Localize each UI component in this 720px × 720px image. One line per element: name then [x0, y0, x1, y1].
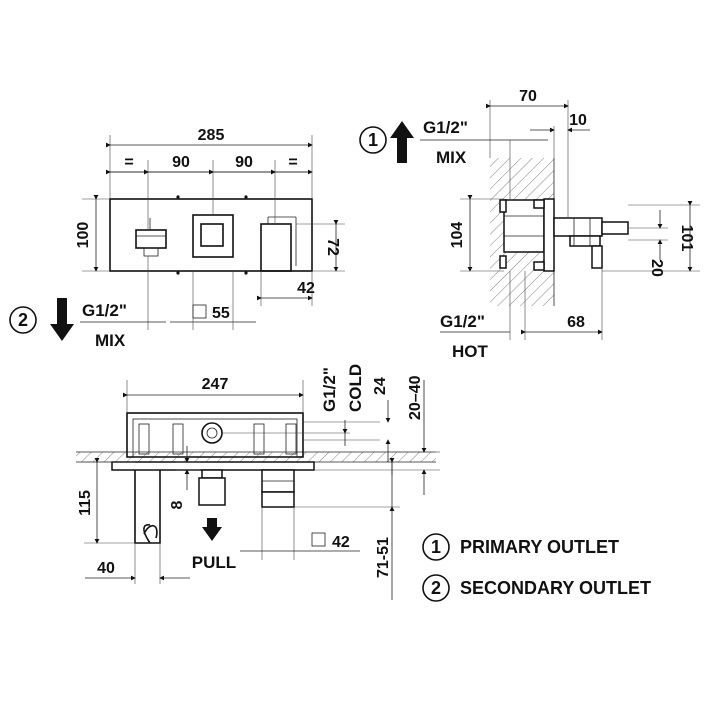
secondary-outlet-front: 2 G1/2" MIX: [9, 298, 127, 350]
hot-inlet: G1/2" HOT: [440, 312, 489, 361]
diverter-knob: [135, 218, 167, 257]
legend-text: SECONDARY OUTLET: [460, 578, 651, 598]
dim-depth-small: 10: [569, 112, 587, 129]
dim-spacing-left: 90: [172, 154, 190, 171]
outlet-number-circle: [9, 306, 37, 334]
dim-height-right: 101: [678, 225, 695, 252]
legend: 1 PRIMARY OUTLET 2 SECONDARY OUTLET: [422, 533, 651, 602]
legend-text: PRIMARY OUTLET: [460, 537, 619, 557]
primary-outlet-side: 1 G1/2" MIX: [359, 118, 548, 200]
dim-equal-left: =: [124, 154, 133, 171]
dim-top-width: 247: [202, 376, 229, 393]
dim-width-total: 285: [198, 127, 225, 144]
down-arrow-icon: [50, 298, 74, 341]
legend-item-secondary: 2 SECONDARY OUTLET: [422, 574, 651, 602]
outlet-label: MIX: [95, 331, 126, 350]
dim-square-size: 55: [212, 305, 230, 322]
pull-label: PULL: [192, 553, 236, 572]
legend-number: 2: [431, 578, 441, 598]
dim-range-71-51: 71-51: [375, 537, 392, 578]
dim-bottom-offset: 42: [297, 280, 315, 297]
lever-handle: [260, 216, 297, 272]
dim-wall-range: 20–40: [407, 375, 424, 420]
hot-thread: G1/2": [440, 312, 485, 331]
top-view: PULL 247 G1/2" COLD 24 20–40 115: [76, 364, 440, 600]
front-body: [109, 198, 313, 272]
cold-thread: G1/2": [320, 367, 339, 412]
hot-label: HOT: [452, 342, 489, 361]
cold-inlet-icon: [201, 422, 223, 444]
outlet-label: MIX: [436, 148, 467, 167]
legend-item-primary: 1 PRIMARY OUTLET: [422, 533, 619, 561]
up-arrow-icon: [390, 121, 414, 163]
dim-bottom-depth: 68: [567, 314, 585, 331]
outlet-thread: G1/2": [423, 118, 468, 137]
legend-number: 1: [431, 537, 441, 557]
dim-depth-8: 8: [169, 500, 186, 509]
square-control: [192, 214, 234, 258]
dim-equal-right: =: [288, 154, 297, 171]
dim-spacing-right: 90: [235, 154, 253, 171]
side-view: 70 10 104 101 20 68: [440, 88, 700, 340]
outlet-thread: G1/2": [82, 301, 127, 320]
dim-right-height: 72: [324, 238, 341, 256]
faceplate: [111, 461, 315, 471]
dim-height: 100: [75, 222, 92, 249]
pull-arrow-icon: [202, 518, 222, 541]
outlet-number: 2: [18, 310, 28, 330]
cold-label: COLD: [346, 364, 365, 412]
dim-offset-24: 24: [372, 377, 389, 395]
front-view: 285 = 90 90 = 100 72 42 55: [75, 127, 345, 330]
dim-offset-40: 40: [97, 560, 115, 577]
top-body: [126, 412, 304, 458]
dim-depth-total: 70: [519, 88, 537, 105]
dim-height-left: 104: [449, 222, 466, 249]
dim-depth-115: 115: [77, 490, 94, 516]
dim-square-42: 42: [332, 534, 350, 551]
outlet-number: 1: [368, 130, 378, 150]
dim-small-offset: 20: [648, 259, 665, 277]
